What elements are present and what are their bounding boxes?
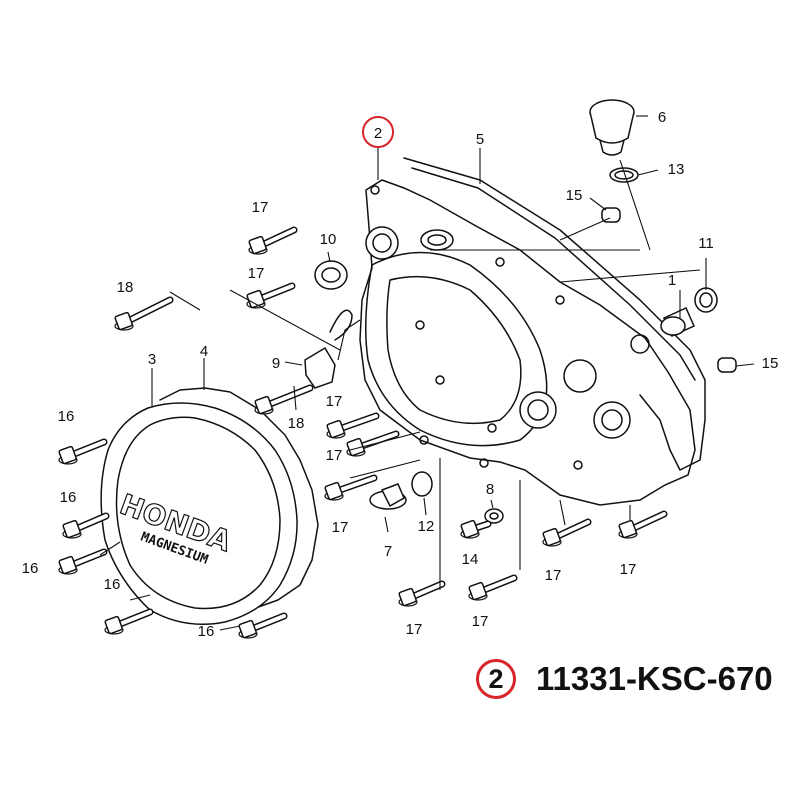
label-14: 14 xyxy=(462,551,479,568)
flange-bolt xyxy=(248,226,298,255)
label-17c: 17 xyxy=(326,393,343,410)
label-16b: 16 xyxy=(60,489,77,506)
label-6: 6 xyxy=(658,109,666,126)
label-12: 12 xyxy=(418,518,435,535)
leader-lines xyxy=(99,115,755,631)
label-8: 8 xyxy=(486,481,494,498)
washer-8 xyxy=(484,508,504,524)
flange-bolt xyxy=(468,574,518,601)
label-9: 9 xyxy=(272,355,280,372)
label-2: 2 xyxy=(374,125,382,142)
flange-bolt xyxy=(618,510,668,539)
label-17i: 17 xyxy=(620,561,637,578)
label-17h: 17 xyxy=(545,567,562,584)
flange-bolt xyxy=(326,412,380,439)
dowel-pin-15a xyxy=(601,207,621,223)
label-7: 7 xyxy=(384,543,392,560)
flange-bolt xyxy=(58,438,108,465)
label-4: 4 xyxy=(200,343,208,360)
dowel-pin-15b xyxy=(717,357,737,373)
part-number-text: 11331-KSC-670 xyxy=(536,660,773,697)
label-17f: 17 xyxy=(406,621,423,638)
flange-bolt xyxy=(324,474,378,501)
label-17b: 17 xyxy=(248,265,265,282)
flange-bolt xyxy=(238,612,288,639)
label-3: 3 xyxy=(148,351,156,368)
bushing-1 xyxy=(660,307,695,337)
label-18a: 18 xyxy=(117,279,134,296)
highlight-ring xyxy=(362,116,394,148)
flange-bolt xyxy=(346,430,400,457)
label-15b: 15 xyxy=(762,355,779,372)
label-13: 13 xyxy=(668,161,685,178)
flange-bolts xyxy=(58,226,668,639)
flange-bolt xyxy=(62,512,110,539)
label-16e: 16 xyxy=(198,623,215,640)
o-ring-13 xyxy=(609,167,639,183)
label-18b: 18 xyxy=(288,415,305,432)
label-5: 5 xyxy=(476,131,484,148)
oil-filler-cap xyxy=(589,99,635,156)
clutch-cover: HONDA MAGNESIUM xyxy=(100,387,319,625)
o-ring-12 xyxy=(411,471,433,497)
label-11: 11 xyxy=(698,235,714,252)
label-15a: 15 xyxy=(566,187,583,204)
cap-bolt-7 xyxy=(369,483,407,510)
flange-bolt xyxy=(398,580,446,607)
flange-bolt xyxy=(254,384,314,415)
label-16a: 16 xyxy=(58,408,75,425)
label-10: 10 xyxy=(320,231,337,248)
label-17e: 17 xyxy=(332,519,349,536)
part-labels: 1 2 3 4 5 6 7 8 9 10 11 12 13 14 15 15 1… xyxy=(22,109,779,640)
flange-bolt xyxy=(104,608,154,635)
label-17a: 17 xyxy=(252,199,269,216)
oil-seal-10 xyxy=(314,260,348,290)
label-16d: 16 xyxy=(104,576,121,593)
flange-bolt xyxy=(460,519,492,539)
label-17g: 17 xyxy=(472,613,489,630)
right-crankcase-cover xyxy=(359,157,706,506)
label-17d: 17 xyxy=(326,447,343,464)
o-ring-11 xyxy=(694,287,718,313)
flange-bolt xyxy=(114,296,174,331)
flange-bolt xyxy=(246,282,296,309)
highlight-index-badge: 2 xyxy=(476,659,516,699)
label-16c: 16 xyxy=(22,560,39,577)
flange-bolt xyxy=(58,548,108,575)
label-1: 1 xyxy=(668,272,676,289)
flange-bolt xyxy=(542,518,592,547)
cable-clip-9 xyxy=(304,309,353,389)
